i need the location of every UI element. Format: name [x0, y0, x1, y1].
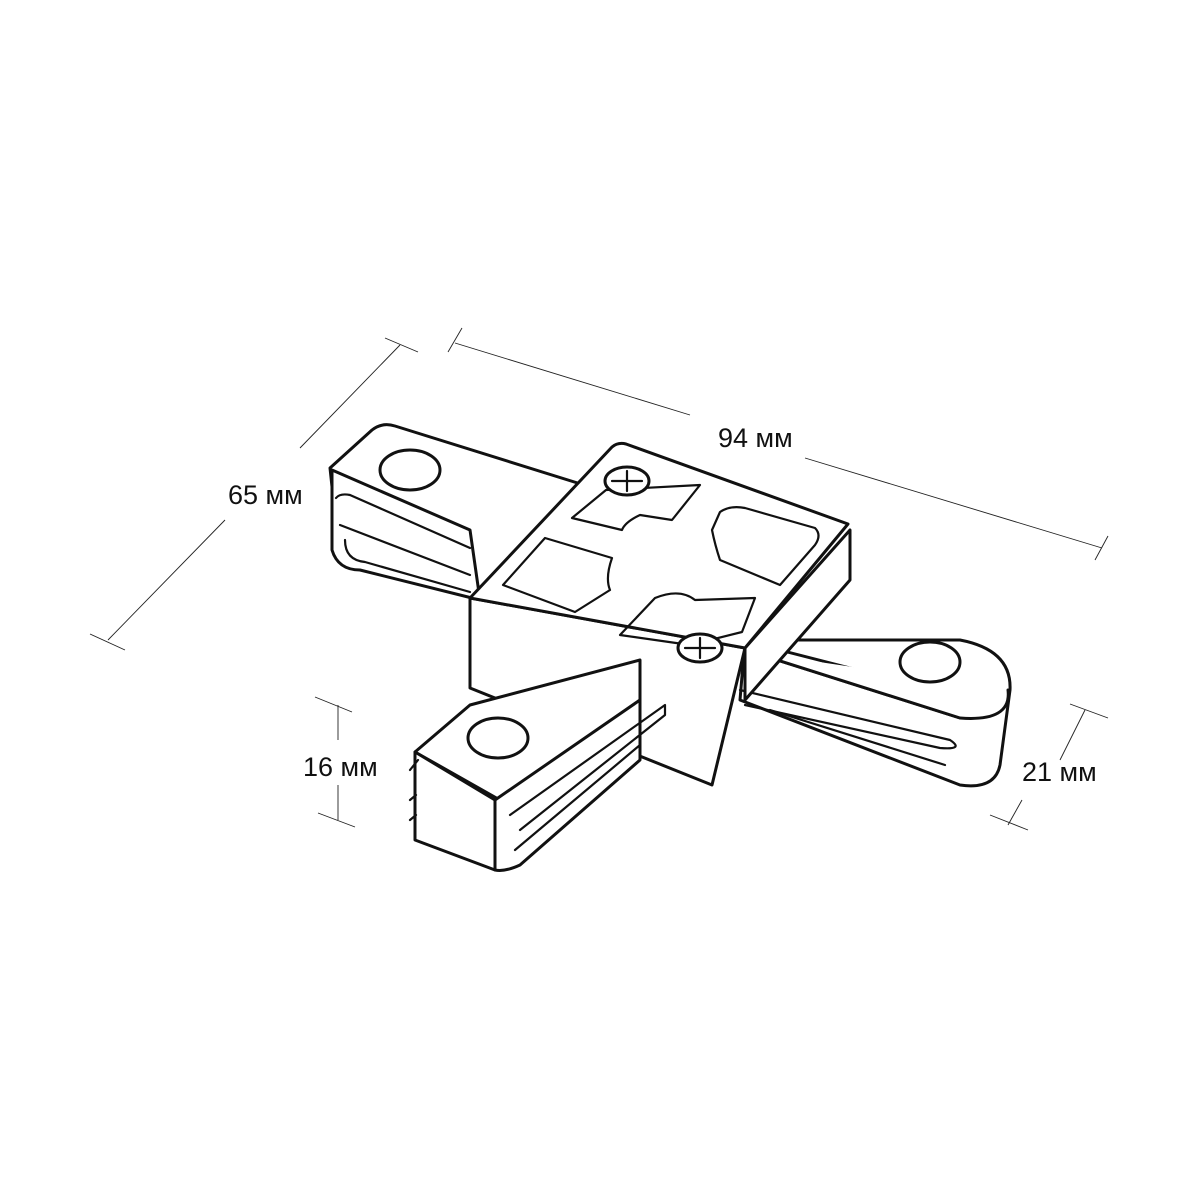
- dimension-arm-height-label: 16 мм: [303, 752, 378, 782]
- screw-top-icon: [603, 465, 651, 497]
- dimension-body-height-label: 21 мм: [1022, 757, 1097, 787]
- screw-bottom-icon: [676, 632, 724, 664]
- dimension-width-label: 65 мм: [228, 480, 303, 510]
- right-arm: [738, 638, 1012, 788]
- front-arm: [408, 658, 667, 872]
- dimension-lines: [89, 327, 1109, 831]
- dimension-length-label: 94 мм: [718, 423, 793, 453]
